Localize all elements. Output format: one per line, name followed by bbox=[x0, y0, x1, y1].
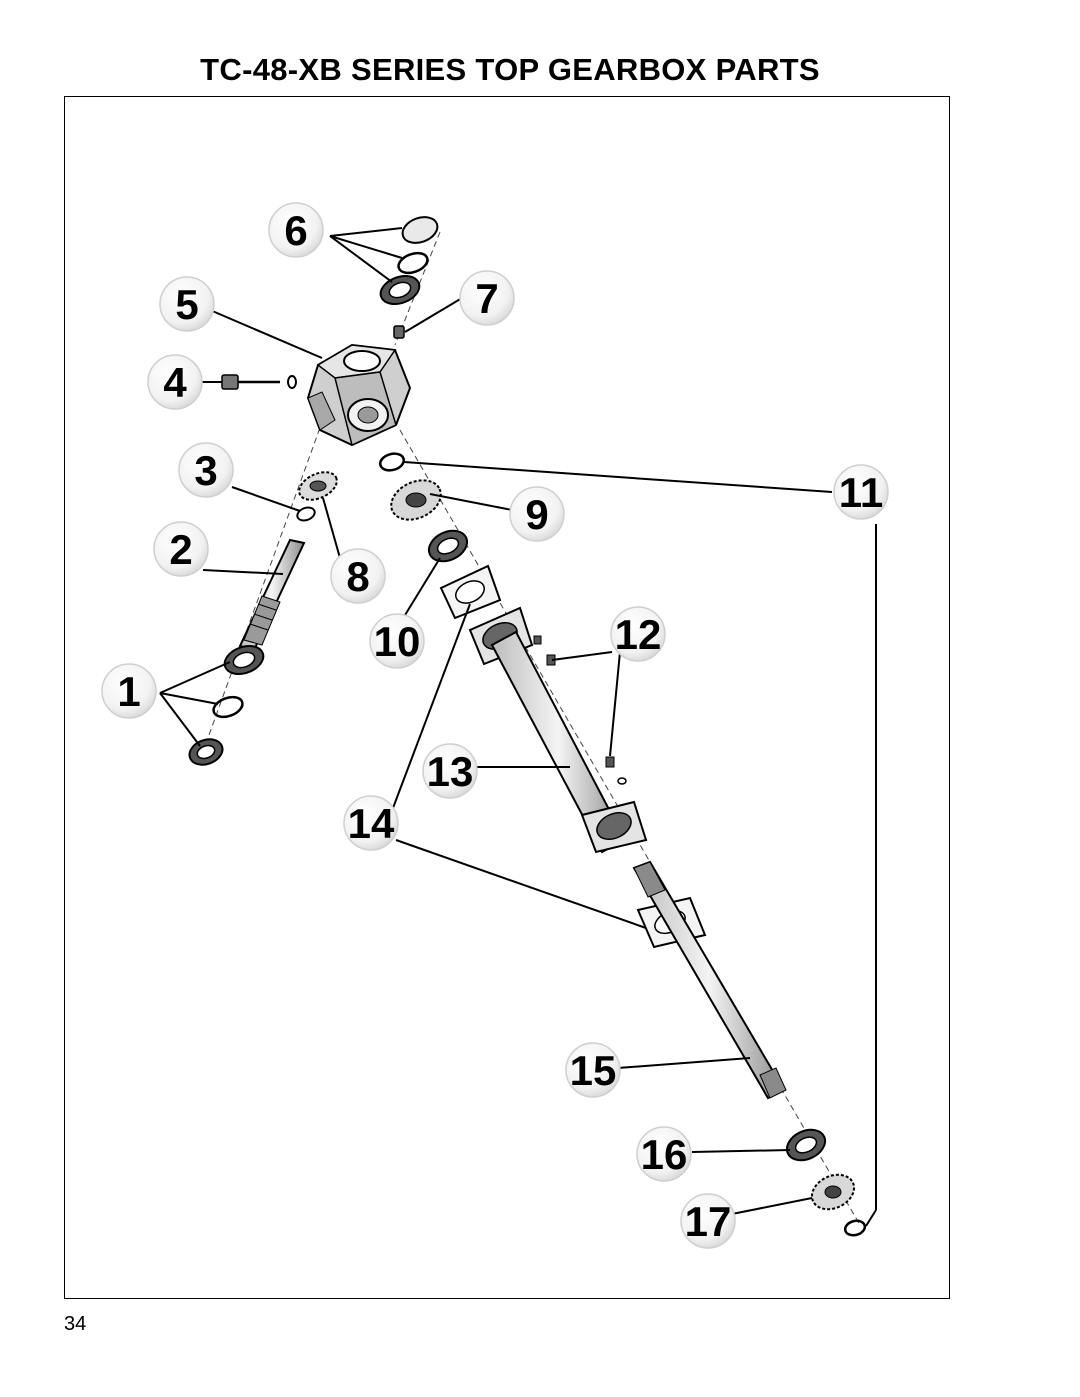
callout-bubble bbox=[509, 486, 565, 542]
part-2-input-shaft bbox=[238, 538, 306, 652]
callout-number: 6 bbox=[284, 207, 307, 254]
part-11-snap-ring-upper bbox=[378, 452, 406, 472]
callout-4: 4 bbox=[147, 354, 203, 410]
callout-12: 12 bbox=[610, 606, 666, 662]
callout-number: 2 bbox=[169, 526, 192, 573]
callout-number: 3 bbox=[194, 447, 217, 494]
callout-11: 11 bbox=[833, 464, 889, 520]
callout-16: 16 bbox=[636, 1126, 692, 1182]
callout-6: 6 bbox=[268, 202, 324, 258]
callout-bubble bbox=[268, 202, 324, 258]
callout-15: 15 bbox=[565, 1042, 621, 1098]
part-11-snap-ring-lower bbox=[843, 1219, 867, 1237]
part-10-bearing bbox=[427, 529, 469, 563]
callout-number: 1 bbox=[117, 668, 140, 715]
parts-illustration bbox=[188, 216, 867, 1237]
callout-5: 5 bbox=[159, 276, 215, 332]
callout-bubble bbox=[147, 354, 203, 410]
callout-bubble bbox=[369, 613, 425, 669]
callout-7: 7 bbox=[459, 270, 515, 326]
part-12-bolts bbox=[533, 635, 627, 785]
callout-14: 14 bbox=[343, 795, 399, 851]
callout-bubble bbox=[178, 442, 234, 498]
axis-line-input bbox=[199, 399, 331, 761]
part-6-cap-seal-bearing bbox=[379, 216, 439, 306]
callout-10: 10 bbox=[369, 613, 425, 669]
callout-bubble bbox=[636, 1126, 692, 1182]
callout-number: 10 bbox=[374, 618, 421, 665]
callout-number: 14 bbox=[348, 800, 395, 847]
part-3-snap-ring bbox=[296, 506, 316, 522]
part-17-sprocket bbox=[810, 1173, 856, 1211]
callout-number: 5 bbox=[175, 281, 198, 328]
callout-bubble bbox=[422, 743, 478, 799]
part-1-bearing-ring-seal bbox=[188, 644, 265, 766]
part-5-gearbox-housing bbox=[306, 343, 412, 447]
part-8-pinion-gear bbox=[298, 471, 338, 501]
callout-2: 2 bbox=[153, 521, 209, 577]
diagram-frame bbox=[64, 96, 950, 1299]
callout-8: 8 bbox=[330, 548, 386, 604]
part-9-bevel-gear bbox=[390, 479, 442, 521]
callout-9: 9 bbox=[509, 486, 565, 542]
part-13-tube-assembly bbox=[468, 606, 648, 854]
callout-number: 11 bbox=[839, 469, 883, 516]
callout-bubble bbox=[159, 276, 215, 332]
callout-bubble bbox=[565, 1042, 621, 1098]
callout-1: 1 bbox=[101, 663, 157, 719]
axis-line-main bbox=[399, 429, 861, 1226]
part-7-breather bbox=[393, 325, 405, 339]
page-number: 34 bbox=[64, 1313, 87, 1335]
callout-number: 12 bbox=[615, 611, 662, 658]
part-4-plug bbox=[221, 374, 297, 390]
callout-bubble bbox=[833, 464, 889, 520]
callout-bubble bbox=[610, 606, 666, 662]
callout-number: 8 bbox=[346, 553, 369, 600]
callout-17: 17 bbox=[680, 1193, 736, 1249]
callout-bubble bbox=[153, 521, 209, 577]
callout-number: 9 bbox=[525, 491, 548, 538]
leader-lines bbox=[159, 227, 877, 1227]
callout-number: 13 bbox=[427, 748, 474, 795]
page-title: TC-48-XB SERIES TOP GEARBOX PARTS bbox=[200, 52, 820, 87]
callout-3: 3 bbox=[178, 442, 234, 498]
callout-bubble bbox=[680, 1193, 736, 1249]
callout-bubble bbox=[101, 663, 157, 719]
callout-number: 15 bbox=[570, 1047, 617, 1094]
callout-bubble bbox=[459, 270, 515, 326]
callout-number: 16 bbox=[641, 1131, 688, 1178]
callout-bubble bbox=[330, 548, 386, 604]
part-16-bearing bbox=[785, 1128, 827, 1162]
callout-bubble bbox=[343, 795, 399, 851]
part-15-output-shaft bbox=[632, 860, 787, 1100]
callout-number: 17 bbox=[685, 1198, 732, 1245]
callout-number: 7 bbox=[475, 275, 498, 322]
callout-13: 13 bbox=[422, 743, 478, 799]
callout-number: 4 bbox=[163, 359, 187, 406]
